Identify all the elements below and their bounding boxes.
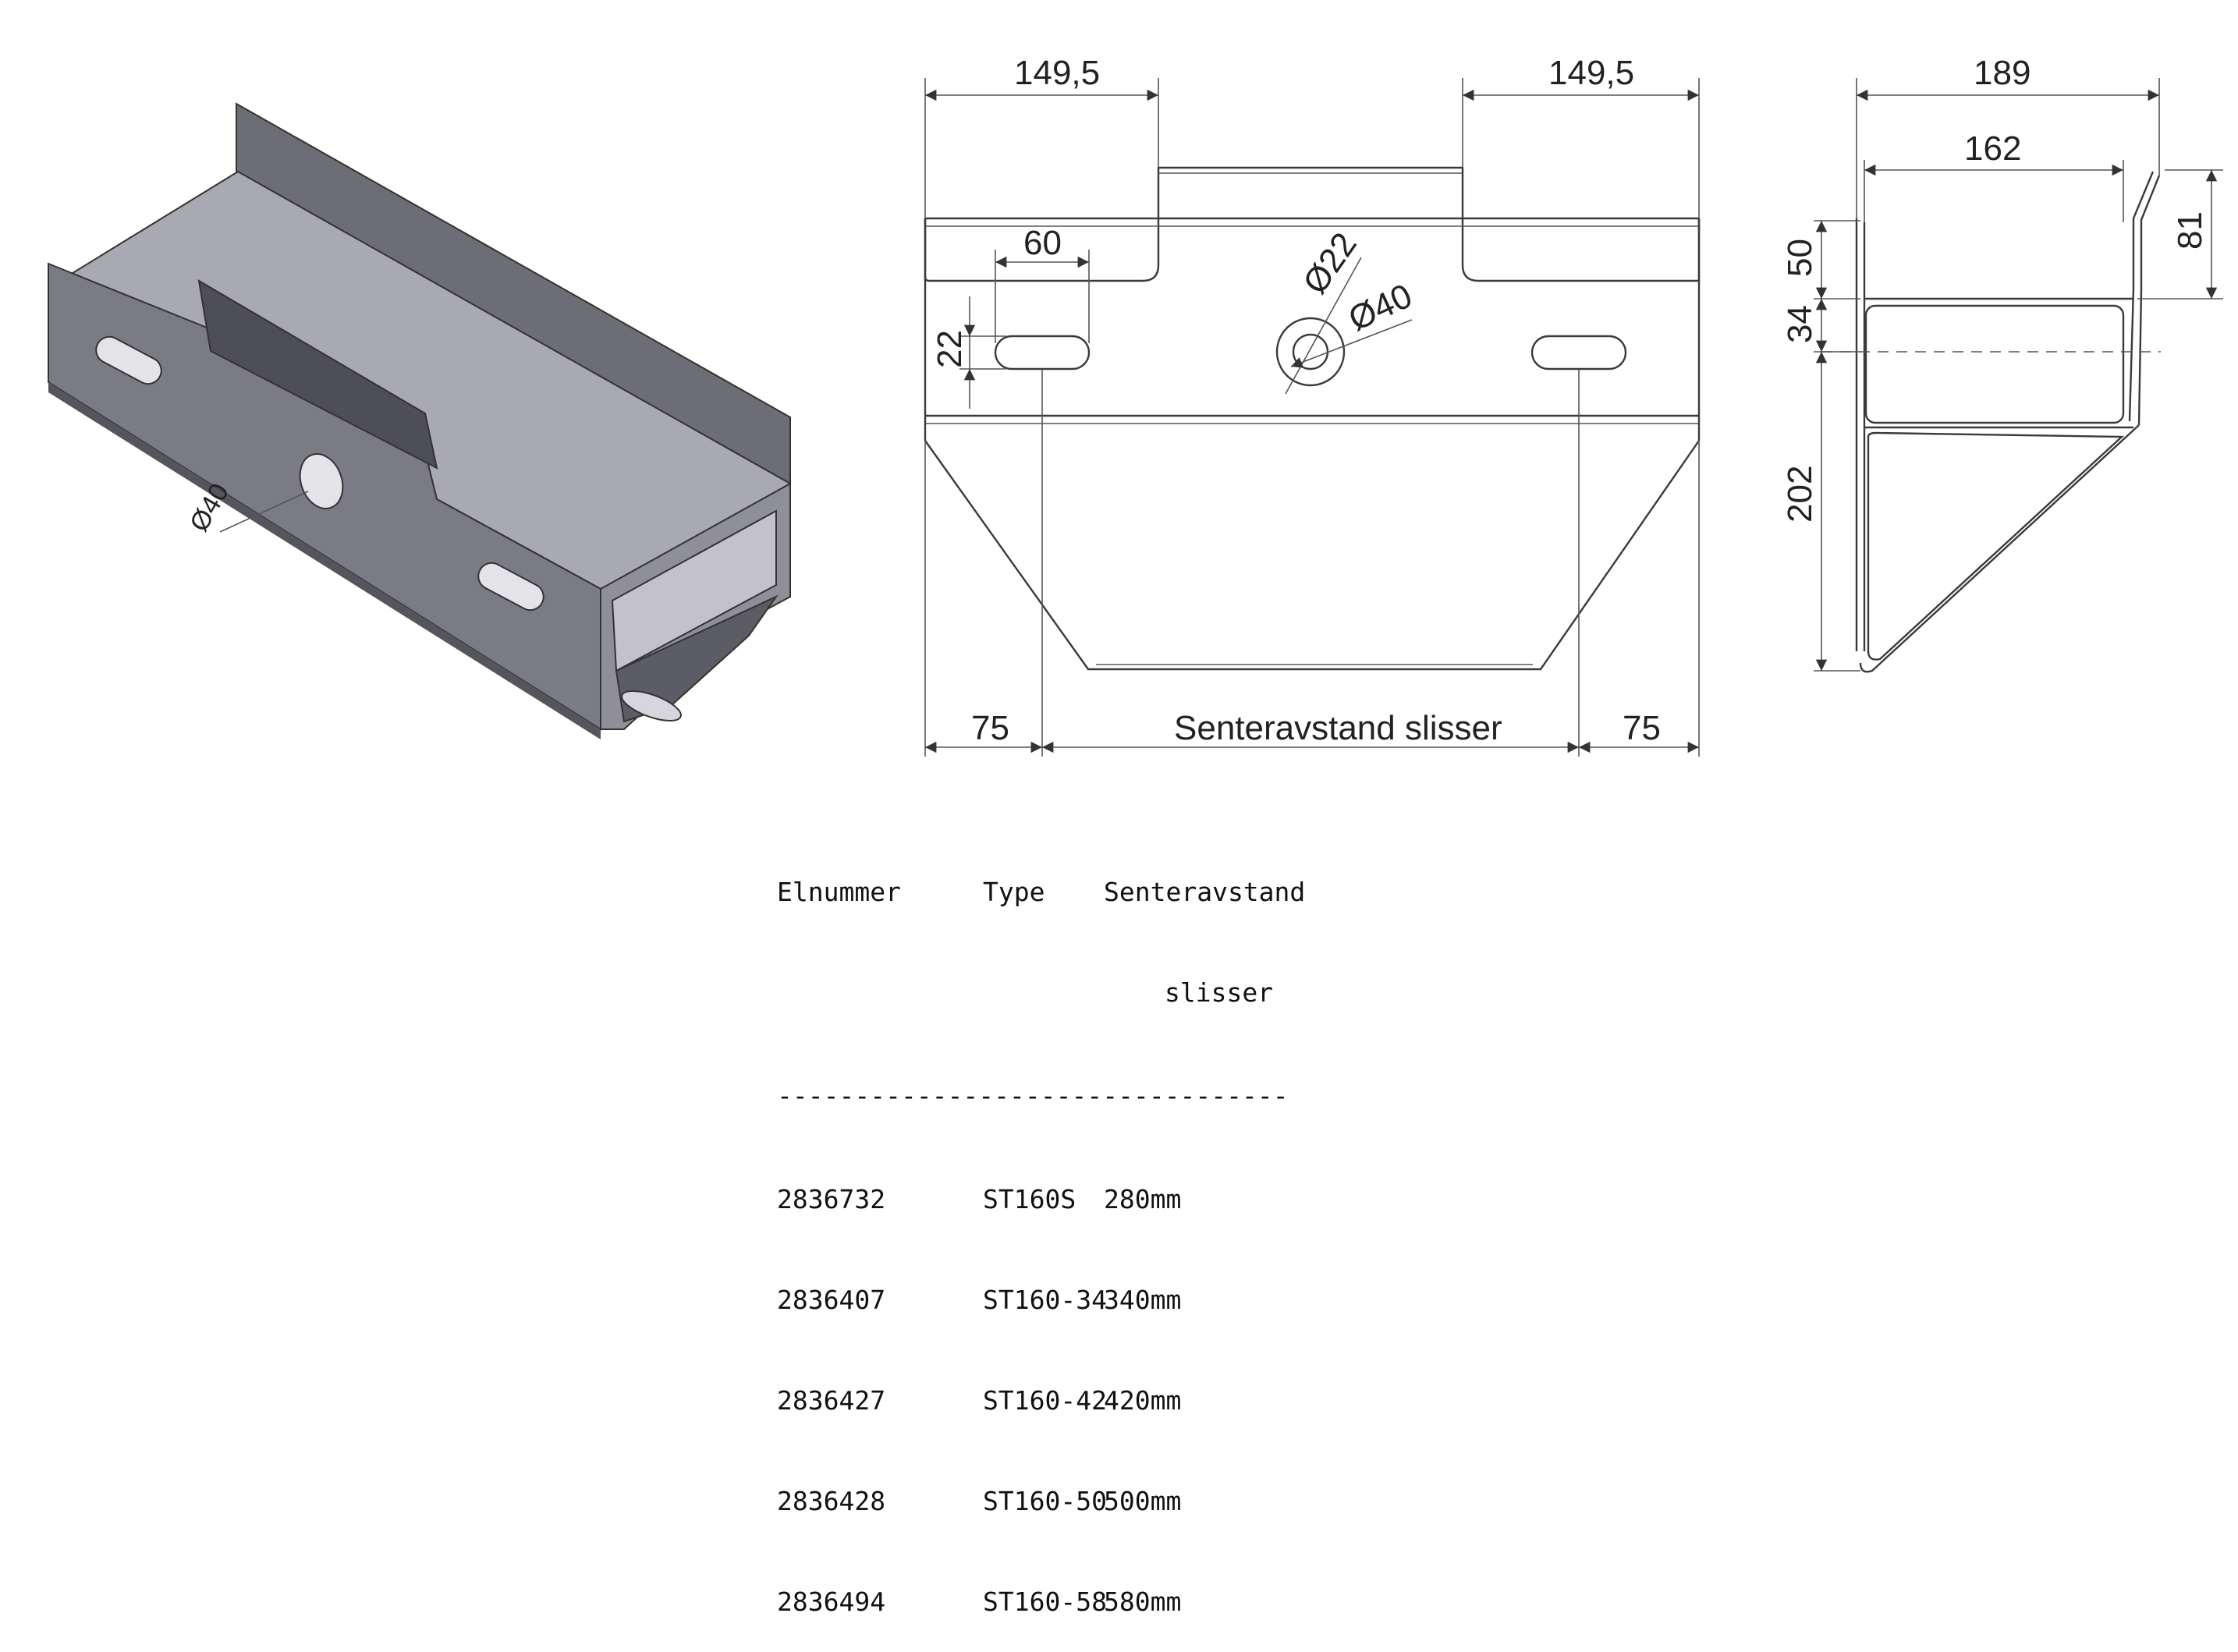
dim-top-right-width: 149,5	[1548, 54, 1634, 92]
side-view: 189 162 50 34 202 81	[1781, 54, 2223, 673]
dim-hole-inner: Ø22	[1296, 226, 1364, 301]
iso-inner-flange	[197, 279, 438, 470]
cell-type: ST160-34	[983, 1285, 1107, 1315]
table-row: 2836494 ST160-58 580mm	[777, 1585, 1353, 1618]
iso-slot-left	[95, 335, 162, 385]
iso-bottom-slot	[621, 690, 682, 721]
header-type: Type	[983, 877, 1045, 907]
dim-slot-height: 22	[931, 330, 969, 368]
iso-end-opening	[611, 509, 777, 672]
header-elnummer: Elnummer	[777, 877, 901, 907]
iso-bottom-trough	[615, 594, 779, 723]
cell-elnummer: 2836407	[777, 1285, 886, 1315]
dim-middle-height: 34	[1781, 305, 1819, 343]
cell-elnummer: 2836732	[777, 1184, 886, 1214]
leader-hole-outer	[1290, 319, 1413, 368]
cell-type: ST160-42	[983, 1385, 1107, 1416]
dim-bottom-right: 75	[1623, 709, 1661, 747]
side-mid-box	[1864, 304, 2125, 424]
dim-flange-height: 50	[1781, 239, 1819, 277]
table-row: 2836427 ST160-42 420mm	[777, 1384, 1353, 1417]
dim-inner-width: 162	[1964, 129, 2021, 168]
cell-type: ST160-50	[983, 1486, 1107, 1516]
cell-senteravstand: 580mm	[1104, 1586, 1182, 1617]
dim-bottom-center: Senteravstand slisser	[1174, 709, 1502, 747]
front-lower-trapezoid	[924, 440, 1700, 671]
cell-senteravstand: 420mm	[1104, 1385, 1182, 1416]
cell-elnummer: 2836494	[777, 1586, 886, 1617]
parts-table: Elnummer Type Senteravstand slisser ----…	[777, 808, 1353, 1652]
isometric-view: Ø40	[48, 102, 792, 739]
header-senteravstand-sub: slisser	[1165, 977, 1274, 1008]
table-row: 2836407 ST160-34 340mm	[777, 1283, 1353, 1317]
dim-hole-outer: Ø40	[1343, 277, 1418, 339]
table-separator: ---------------------------------	[777, 1080, 1289, 1111]
front-view: 149,5 149,5 60 22 Ø22 Ø40 75 Senteravsta…	[924, 54, 1701, 757]
dim-lip-height: 81	[2171, 211, 2209, 250]
dim-slot-length: 60	[1023, 224, 1062, 262]
table-row: 2836428 ST160-50 500mm	[777, 1484, 1353, 1518]
front-outline	[924, 166, 1701, 282]
dim-overall-width: 189	[1974, 54, 2031, 92]
dim-lower-height: 202	[1781, 466, 1819, 523]
table-header: Elnummer Type Senteravstand	[777, 875, 1353, 909]
dim-bottom-left: 75	[971, 709, 1009, 747]
header-senteravstand: Senteravstand	[1104, 877, 1306, 907]
cell-senteravstand: 280mm	[1104, 1184, 1182, 1214]
iso-slot-right	[477, 562, 544, 612]
cell-type: ST160-58	[983, 1586, 1107, 1617]
technical-drawing: Ø40 149,5 149,5 60	[48, 54, 2223, 757]
iso-front-wall-lower	[48, 382, 601, 739]
leader-hole-inner	[1285, 257, 1362, 395]
iso-hole-leader	[219, 491, 309, 533]
iso-hole	[299, 453, 344, 509]
front-slot-right	[1530, 335, 1627, 370]
cell-elnummer: 2836428	[777, 1486, 886, 1516]
front-hole-outer	[1275, 317, 1346, 387]
cell-senteravstand: 340mm	[1104, 1285, 1182, 1315]
cell-type: ST160S	[983, 1184, 1076, 1214]
cell-senteravstand: 500mm	[1104, 1486, 1182, 1516]
table-row: 2836732 ST160S 280mm	[777, 1182, 1353, 1216]
cell-elnummer: 2836427	[777, 1385, 886, 1416]
dim-top-left-width: 149,5	[1014, 54, 1100, 92]
front-slot-left	[994, 335, 1091, 370]
